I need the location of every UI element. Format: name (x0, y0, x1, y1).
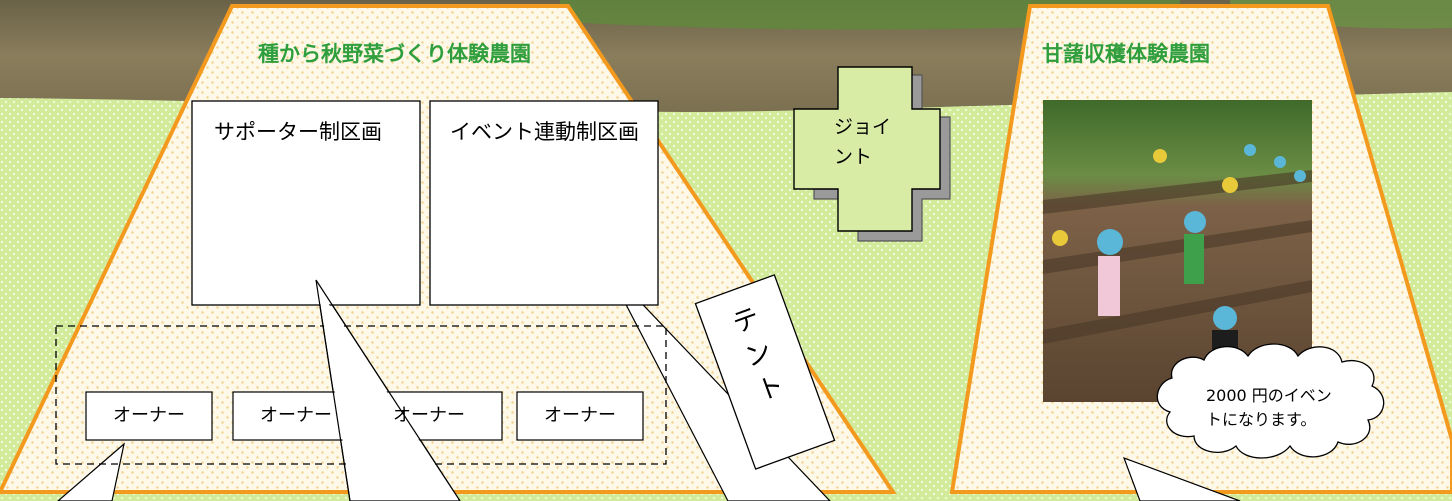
owner-label-3: オーナー (393, 405, 465, 426)
owner-label-2: オーナー (260, 405, 332, 426)
callout-pointer-owner (57, 442, 125, 501)
grass-strip (560, 0, 1180, 30)
plot-supporter-label: サポーター制区画 (214, 120, 382, 144)
left-farm-title: 種から秋野菜づくり体験農園 (258, 42, 531, 66)
owner-box-1 (85, 391, 213, 441)
plot-supporter-box (191, 100, 421, 306)
right-farm-title: 甘藷収穫体験農園 (1042, 42, 1210, 66)
supporter-pointer-edge-right (315, 279, 461, 501)
supporter-pointer-fill (318, 288, 458, 499)
plot-event-box (429, 100, 659, 306)
supporter-pointer-edge-left (315, 279, 351, 501)
cloud-callout-text: 2000 円のイベントになります。 (1206, 386, 1332, 429)
joint-cross (793, 66, 941, 232)
cloud-callout (1156, 343, 1385, 459)
owner-label-4: オーナー (544, 405, 616, 426)
owner-label-1: オーナー (113, 405, 185, 426)
tent-box (694, 274, 836, 470)
owner-area (55, 325, 667, 465)
callout-pointer-photo (1122, 456, 1241, 501)
joint-label: ジョイント (834, 116, 892, 168)
plot-event-label: イベント連動制区画 (450, 120, 639, 144)
owner-box-4 (516, 391, 644, 441)
